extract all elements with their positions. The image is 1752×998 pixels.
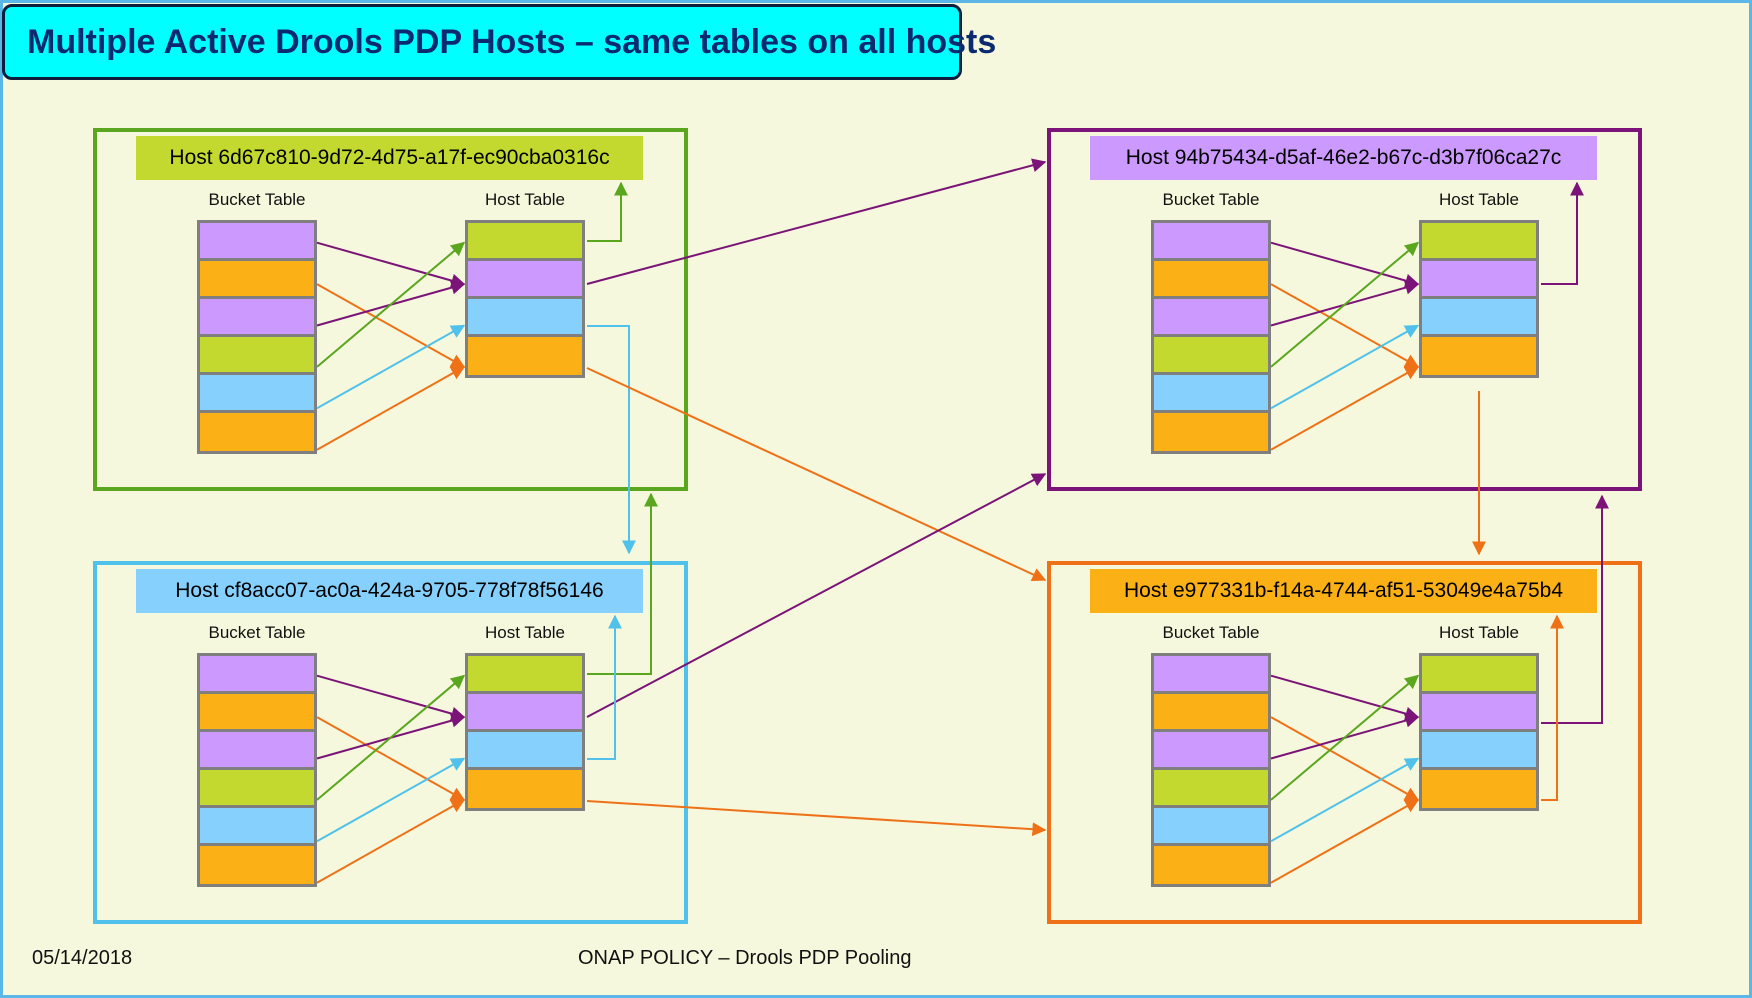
table-cell-green bbox=[1154, 337, 1268, 375]
host-table-purple bbox=[1419, 220, 1539, 378]
table-cell-orange bbox=[1154, 694, 1268, 732]
bucket-table-label: Bucket Table bbox=[208, 623, 306, 642]
table-cell-orange bbox=[1422, 337, 1536, 375]
host-label-orange: Host e977331b-f14a-4744-af51-53049e4a75b… bbox=[1090, 569, 1597, 613]
table-cell-purple bbox=[200, 223, 314, 261]
host-label-purple: Host 94b75434-d5af-46e2-b67c-d3b7f06ca27… bbox=[1090, 136, 1597, 180]
table-cell-green bbox=[468, 656, 582, 694]
bucket-table-purple bbox=[1151, 220, 1271, 454]
table-cell-orange bbox=[1422, 770, 1536, 808]
table-cell-purple bbox=[1154, 656, 1268, 694]
table-cell-blue bbox=[1154, 808, 1268, 846]
table-cell-purple bbox=[200, 656, 314, 694]
table-cell-green bbox=[200, 770, 314, 808]
table-cell-purple bbox=[1422, 694, 1536, 732]
host-frame-green bbox=[93, 128, 688, 491]
table-cell-purple bbox=[1154, 732, 1268, 770]
table-cell-orange bbox=[468, 337, 582, 375]
bucket-table-blue bbox=[197, 653, 317, 887]
table-cell-purple bbox=[468, 261, 582, 299]
table-cell-green bbox=[1154, 770, 1268, 808]
host-frame-purple bbox=[1047, 128, 1642, 491]
host-frame-blue bbox=[93, 561, 688, 924]
table-cell-green bbox=[468, 223, 582, 261]
table-cell-orange bbox=[1154, 846, 1268, 884]
table-cell-green bbox=[200, 337, 314, 375]
table-cell-purple bbox=[1154, 223, 1268, 261]
page-title: Multiple Active Drools PDP Hosts – same … bbox=[2, 4, 996, 80]
host-table-label: Host Table bbox=[1438, 190, 1520, 209]
host-table-label: Host Table bbox=[484, 623, 566, 642]
host-table-green bbox=[465, 220, 585, 378]
table-cell-orange bbox=[200, 846, 314, 884]
table-cell-purple bbox=[200, 732, 314, 770]
table-cell-green bbox=[1422, 223, 1536, 261]
host-table-orange bbox=[1419, 653, 1539, 811]
host-table-label: Host Table bbox=[484, 190, 566, 209]
footer-caption: ONAP POLICY – Drools PDP Pooling bbox=[578, 947, 912, 969]
host-frame-orange bbox=[1047, 561, 1642, 924]
table-cell-purple bbox=[468, 694, 582, 732]
table-cell-blue bbox=[200, 375, 314, 413]
host-label-green: Host 6d67c810-9d72-4d75-a17f-ec90cba0316… bbox=[136, 136, 643, 180]
table-cell-purple bbox=[200, 299, 314, 337]
bucket-table-orange bbox=[1151, 653, 1271, 887]
table-cell-orange bbox=[1154, 413, 1268, 451]
table-cell-blue bbox=[1422, 299, 1536, 337]
table-cell-blue bbox=[468, 732, 582, 770]
bucket-table-green bbox=[197, 220, 317, 454]
bucket-table-label: Bucket Table bbox=[1162, 623, 1260, 642]
table-cell-orange bbox=[200, 261, 314, 299]
host-table-label: Host Table bbox=[1438, 623, 1520, 642]
footer-date: 05/14/2018 bbox=[32, 947, 133, 969]
host-label-blue: Host cf8acc07-ac0a-424a-9705-778f78f5614… bbox=[136, 569, 643, 613]
table-cell-blue bbox=[468, 299, 582, 337]
table-cell-purple bbox=[1422, 261, 1536, 299]
bucket-table-label: Bucket Table bbox=[1162, 190, 1260, 209]
table-cell-orange bbox=[1154, 261, 1268, 299]
table-cell-orange bbox=[200, 413, 314, 451]
table-cell-purple bbox=[1154, 299, 1268, 337]
table-cell-orange bbox=[200, 694, 314, 732]
table-cell-blue bbox=[1422, 732, 1536, 770]
table-cell-orange bbox=[468, 770, 582, 808]
table-cell-blue bbox=[200, 808, 314, 846]
table-cell-green bbox=[1422, 656, 1536, 694]
table-cell-blue bbox=[1154, 375, 1268, 413]
host-table-blue bbox=[465, 653, 585, 811]
bucket-table-label: Bucket Table bbox=[208, 190, 306, 209]
